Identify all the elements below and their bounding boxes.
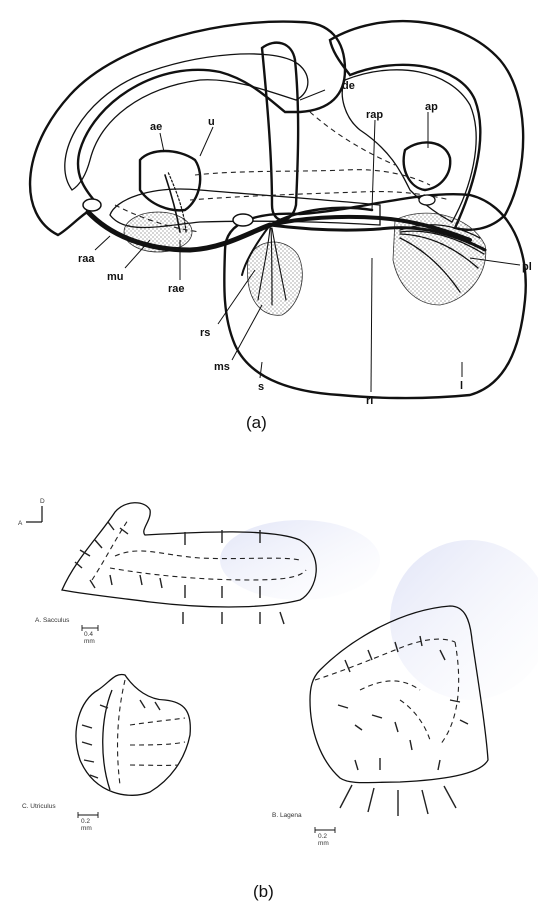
utriculus-outline: C. Utriculus 0.2 mm [22, 674, 190, 832]
label-ms: ms [214, 361, 230, 373]
label-dorsal: D [40, 498, 45, 505]
label-anterior: A [18, 520, 23, 527]
scale-bar-lagena: 0.2 mm [315, 827, 335, 847]
common-crus [262, 43, 298, 220]
label-mu: mu [107, 271, 124, 283]
label-de: de [342, 80, 355, 92]
panel-b-drawing: D A [18, 498, 538, 901]
caption-a: (a) [246, 413, 267, 432]
label-rap: rap [366, 109, 383, 121]
scale-lagena-value: 0.2 [318, 833, 327, 840]
label-rs: rs [200, 327, 210, 339]
label-rl: rl [366, 395, 373, 407]
caption-b: (b) [253, 882, 274, 901]
label-ap: ap [425, 101, 438, 113]
label-l: l [460, 380, 463, 392]
macula-sacculi [247, 242, 302, 315]
scale-bar-sacculus: 0.4 mm [82, 625, 98, 645]
label-s: s [258, 381, 264, 393]
label-utriculus: C. Utriculus [22, 803, 56, 810]
scale-sacculus-unit: mm [84, 638, 95, 645]
scale-sacculus-value: 0.4 [84, 631, 93, 638]
label-rae: rae [168, 283, 185, 295]
scale-bar-utriculus: 0.2 mm [78, 812, 98, 832]
label-u: u [208, 116, 215, 128]
label-pl: pl [522, 261, 532, 273]
scale-utriculus-value: 0.2 [81, 818, 90, 825]
label-lagena: B. Lagena [272, 812, 302, 819]
panel-a-drawing: de rap ap ae u raa mu rae rs ms s rl l p… [30, 21, 532, 432]
label-raa: raa [78, 253, 95, 265]
label-ae: ae [150, 121, 162, 133]
label-sacculus: A. Sacculus [35, 617, 70, 624]
orientation-marker: D A [18, 498, 45, 527]
scale-lagena-unit: mm [318, 840, 329, 847]
scale-utriculus-unit: mm [81, 825, 92, 832]
